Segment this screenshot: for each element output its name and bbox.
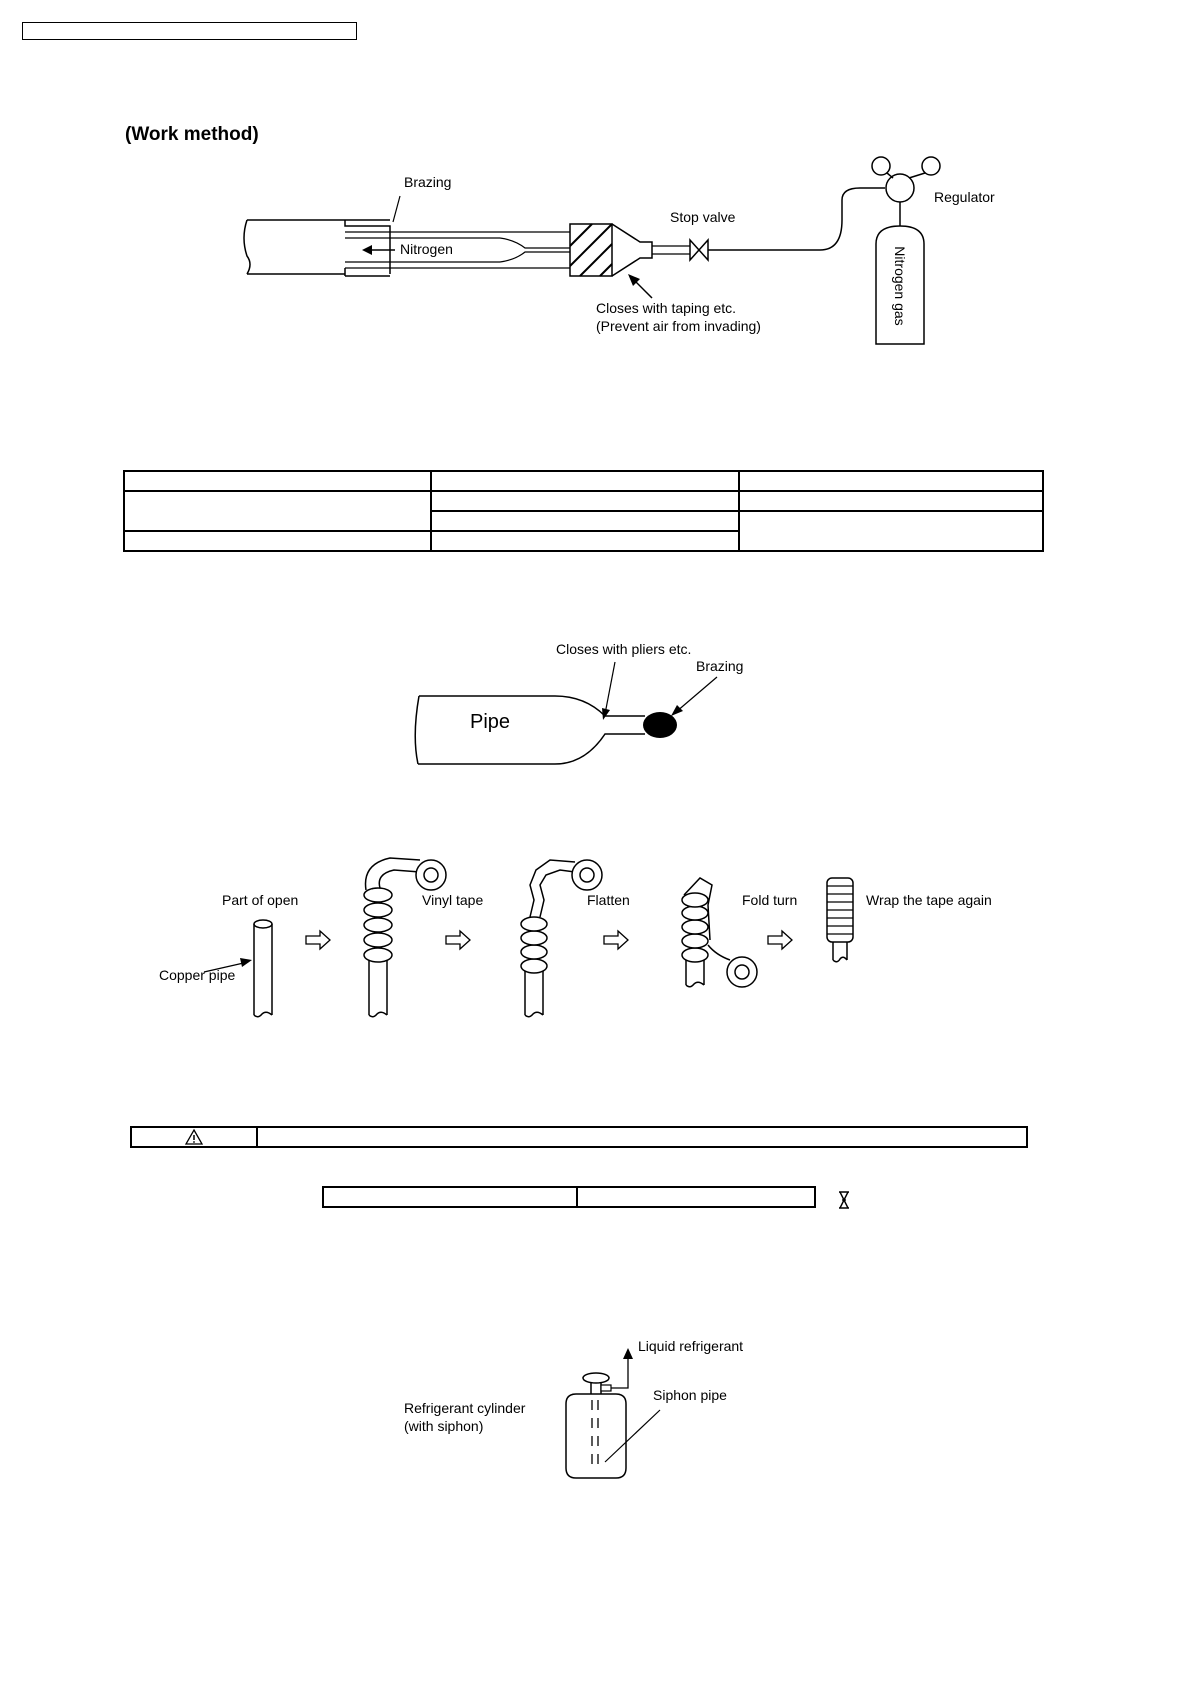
warning-cell xyxy=(130,1126,258,1148)
nitrogen-label: Nitrogen xyxy=(400,241,453,257)
pliers-brazing-label: Brazing xyxy=(696,658,744,674)
table-cell xyxy=(123,490,432,532)
fold-turn-label: Fold turn xyxy=(742,892,798,908)
header-box xyxy=(22,22,357,40)
section-title: (Work method) xyxy=(125,124,259,145)
pipe-label: Pipe xyxy=(470,711,511,733)
warning-icon xyxy=(184,1128,204,1145)
cylinder-label-2: (with siphon) xyxy=(404,1418,484,1434)
table-cell xyxy=(430,510,740,532)
table-cell xyxy=(430,470,740,492)
table-cell xyxy=(322,1186,578,1208)
closes-taping-label-1: Closes with taping etc. xyxy=(596,300,737,316)
table-cell xyxy=(576,1186,816,1208)
data-table-1 xyxy=(123,470,1044,552)
table-cell xyxy=(430,530,740,552)
table-cell xyxy=(123,470,432,492)
regulator-label: Regulator xyxy=(934,189,995,205)
brazing-label: Brazing xyxy=(404,174,452,190)
closes-taping-label-2: (Prevent air from invading) xyxy=(596,318,761,334)
warning-table xyxy=(130,1126,1028,1148)
copper-pipe-label: Copper pipe xyxy=(159,967,236,983)
liquid-refrigerant-label: Liquid refrigerant xyxy=(638,1338,744,1354)
siphon-pipe-label: Siphon pipe xyxy=(653,1387,727,1403)
table-cell xyxy=(738,470,1044,492)
data-table-2 xyxy=(322,1186,816,1208)
wrap-again-label: Wrap the tape again xyxy=(866,892,992,908)
table-cell xyxy=(123,530,432,552)
cylinder-label-1: Refrigerant cylinder xyxy=(404,1400,526,1416)
table-cell xyxy=(738,490,1044,512)
closes-pliers-label: Closes with pliers etc. xyxy=(556,641,692,657)
table-cell xyxy=(256,1126,1028,1148)
hourglass-icon xyxy=(839,1191,849,1209)
table-cell xyxy=(738,510,1044,552)
part-of-open-label: Part of open xyxy=(222,892,299,908)
flatten-label: Flatten xyxy=(587,892,630,908)
stop-valve-label: Stop valve xyxy=(670,209,736,225)
table-cell xyxy=(430,490,740,512)
vinyl-tape-label: Vinyl tape xyxy=(422,892,484,908)
